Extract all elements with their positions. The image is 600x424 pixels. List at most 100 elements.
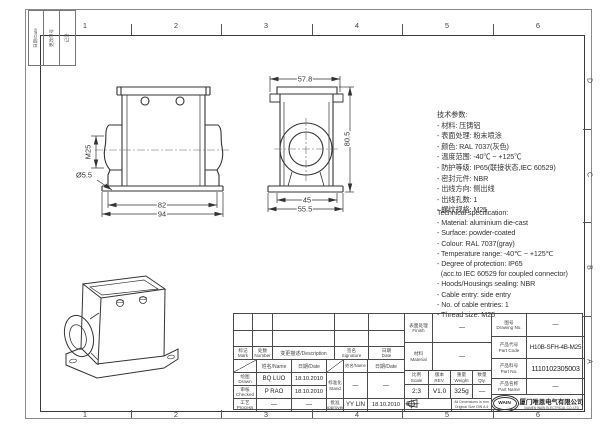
- process-name: —: [256, 398, 291, 411]
- dim-front-hole-dia: Ø5.5: [74, 170, 94, 180]
- spec-cn-line: - 温度范围: -40℃ ~ +125℃: [437, 152, 522, 162]
- corner-strip-label: 日期/Date: [33, 28, 39, 48]
- zone-tick: [583, 316, 591, 317]
- zone-tick: [312, 410, 313, 418]
- zone-tick: [221, 24, 222, 35]
- zone-col-label: 6: [535, 21, 541, 30]
- checked-name: P RAO: [256, 385, 291, 398]
- checked-role: 审核 Checked: [234, 385, 256, 397]
- rev-row-cell: [234, 314, 252, 330]
- part-no-value: 1110102305003: [526, 358, 584, 378]
- signoff-date-header: 日期/Date: [291, 359, 326, 372]
- qty-label: 数量 Qty.: [472, 370, 491, 384]
- weight-label: 重量 Weight: [450, 370, 472, 384]
- stand-date: —: [367, 372, 404, 398]
- scale-value: 2:3: [404, 384, 428, 398]
- drawing-no-value: —: [526, 314, 584, 336]
- zone-row-label: B: [585, 265, 593, 270]
- title-block: 标记 Mark 处数 Number 变更描述/Description 签名 Si…: [233, 313, 584, 411]
- dim-front-inner-width: 82: [156, 200, 168, 210]
- zone-col-label: 4: [354, 410, 360, 419]
- zone-tick: [493, 410, 494, 418]
- company-logo-cell: WAIN 厦门唯恩电气有限公司 XIAMEN WAIN ELECTRICAL C…: [491, 394, 584, 411]
- approved-date: 18.10.2010: [367, 398, 404, 411]
- spec-en-line: (acc.to IEC 60529 for coupled connector): [437, 269, 568, 279]
- corner-strip-label: 更改单号: [48, 29, 54, 47]
- rev-value: V1.0: [428, 384, 450, 398]
- signoff-date-header: 日期/Date: [367, 359, 404, 372]
- dimensions-note: All Dimensions in mm Original Size DIN A…: [451, 398, 491, 411]
- projection-symbols: [404, 398, 451, 411]
- spec-en-line: - Surface: powder-coated: [437, 228, 516, 238]
- material-value: —: [432, 342, 491, 370]
- zone-tick: [402, 24, 403, 35]
- zone-tick: [221, 410, 222, 418]
- spec-en-line: - Cable entry: side entry: [437, 289, 511, 299]
- stand-name: —: [343, 372, 367, 398]
- spec-en-line: - Thread size: M25: [437, 310, 495, 320]
- dim-side-outer-width: 55.5: [296, 204, 314, 214]
- dim-side-top-width: 57.8: [296, 74, 314, 84]
- spec-en-line: - Hoods/Housings sealing: NBR: [437, 279, 536, 289]
- spec-cn-title: 技术参数:: [437, 110, 468, 119]
- rev-row-cell: [234, 330, 252, 346]
- rev-header-mark: 标记 Mark: [234, 346, 252, 359]
- cone-projection-icon: [405, 399, 420, 408]
- spec-cn-line: - 螺纹规格: M25: [437, 205, 488, 215]
- zone-col-label: 1: [82, 21, 88, 30]
- zone-col-label: 4: [354, 21, 360, 30]
- spec-cn-line: - 密封元件: NBR: [437, 173, 489, 183]
- zone-tick: [402, 410, 403, 418]
- spec-cn-line: - 表面处理: 粉末喷涂: [437, 131, 502, 141]
- zone-col-label: 3: [263, 21, 269, 30]
- scale-label: 比例 Scale: [404, 370, 428, 384]
- rev-header-description: 变更描述/Description: [272, 346, 334, 359]
- rev-row-cell: [252, 314, 272, 330]
- dim-side-height: 80.5: [342, 130, 352, 148]
- company-name: 厦门唯恩电气有限公司 XIAMEN WAIN ELECTRICAL CO.,LT…: [519, 398, 584, 410]
- spec-en-line: - Colour: RAL 7037(gray): [437, 238, 515, 248]
- dim-side-inner-width: 45: [301, 195, 313, 205]
- signoff-corner: [234, 359, 256, 372]
- spec-cn-line: - 材料: 压铸铝: [437, 120, 481, 130]
- corner-strip-label: 记录: [64, 33, 70, 43]
- rev-row-cell: [368, 314, 404, 330]
- finish-value: —: [432, 314, 491, 342]
- signoff-corner: [326, 359, 343, 372]
- corner-strip-cell: 更改单号: [43, 11, 59, 65]
- drawn-role: 绘图 Drawn: [234, 372, 256, 385]
- zone-row-label: D: [585, 77, 593, 84]
- drawn-date: 18.10.2010: [291, 372, 326, 385]
- rev-row-cell: [272, 330, 334, 346]
- finish-label: 表面处理 Finish: [404, 314, 432, 342]
- signoff-name-header: 姓名/Name: [343, 359, 367, 372]
- drawing-no-label: 图号 Drawing No.: [491, 314, 526, 336]
- zone-col-label: 1: [82, 410, 88, 419]
- spec-en-line: - Temperature range: -40℃ ~ +125℃: [437, 248, 554, 258]
- corner-strip-cell: 日期/Date: [29, 11, 43, 65]
- qty-value: —: [472, 384, 491, 398]
- zone-col-label: 6: [535, 410, 541, 419]
- spec-cn-line: - 出线孔数: 1: [437, 194, 478, 204]
- rev-header-signature: 签名 Signature: [334, 346, 368, 359]
- rev-header-date: 日期 Date: [368, 346, 404, 359]
- zone-tick: [583, 129, 591, 130]
- rev-label: 版本 REV.: [428, 370, 450, 384]
- weight-value: 325g: [450, 384, 472, 398]
- zone-col-label: 2: [173, 410, 179, 419]
- part-no-label: 产品料号 Part No.: [491, 358, 526, 378]
- spec-en-line: - Degree of protection: IP65: [437, 259, 523, 269]
- rev-row-cell: [368, 330, 404, 346]
- process-date: —: [291, 398, 326, 411]
- spec-chinese: 技术参数: - 材料: 压铸铝 - 表面处理: 粉末喷涂 - 颜色: RAL 7…: [437, 110, 556, 216]
- part-name-value: —: [526, 378, 584, 394]
- zone-row-label: C: [585, 171, 593, 178]
- wain-logo: WAIN: [492, 395, 519, 411]
- zone-tick: [131, 24, 132, 35]
- rev-header-number: 处数 Number: [252, 346, 272, 359]
- zone-col-label: 5: [444, 21, 450, 30]
- process-role: 工艺 Process: [234, 398, 256, 411]
- zone-col-label: 5: [444, 410, 450, 419]
- first-angle-projection-icon: [405, 399, 418, 409]
